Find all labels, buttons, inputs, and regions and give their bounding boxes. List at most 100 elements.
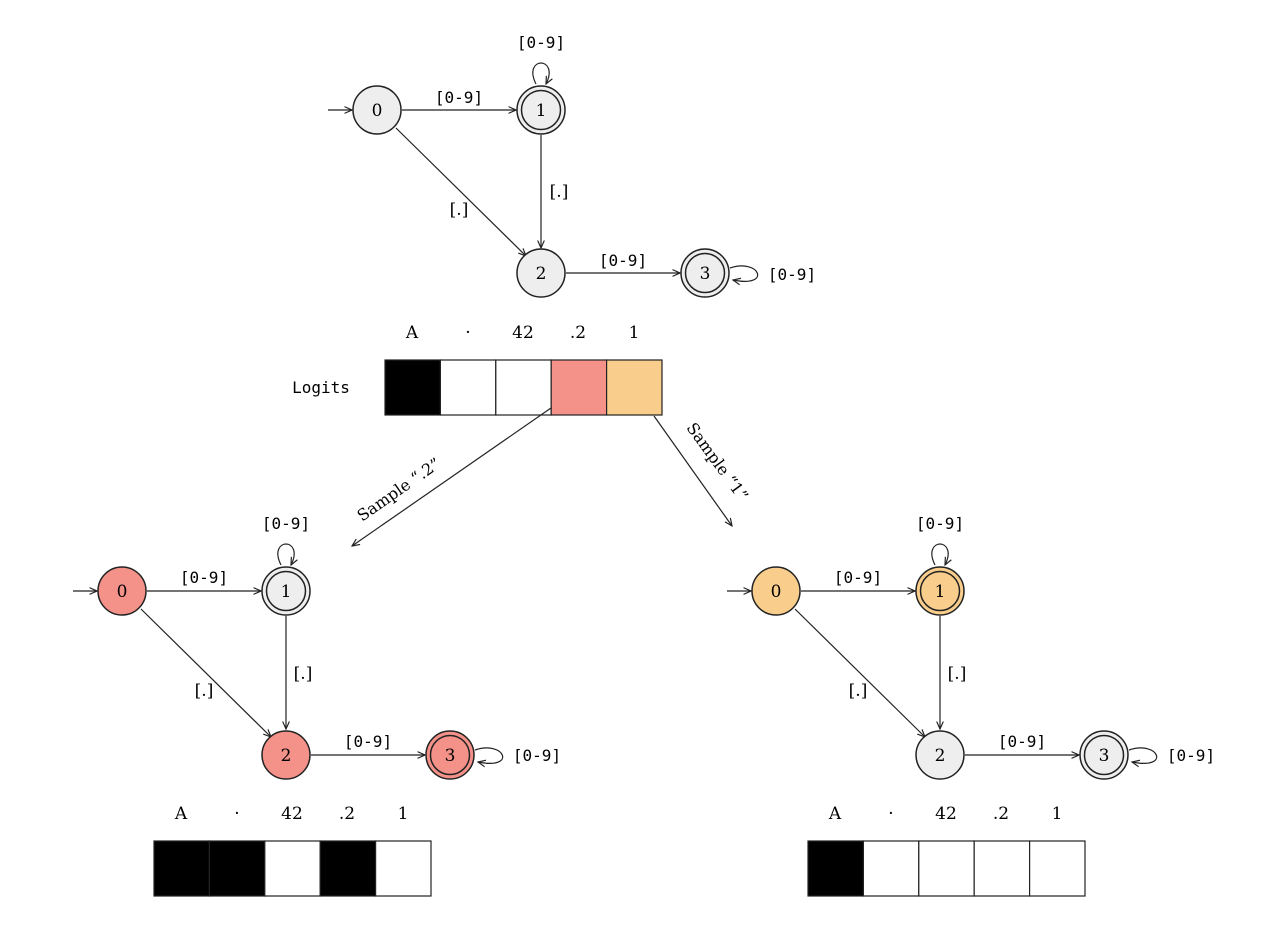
logit-cell bbox=[439, 359, 497, 416]
state-2: 2 bbox=[915, 730, 965, 780]
token-label: 42 bbox=[281, 804, 303, 824]
token-label: A bbox=[174, 804, 188, 824]
edge-label-2-3: [0-9] bbox=[599, 251, 647, 270]
edge-label-0-1: [0-9] bbox=[834, 568, 882, 587]
self-loop-1 bbox=[931, 543, 948, 565]
state-label: 3 bbox=[1099, 746, 1110, 766]
state-2: 2 bbox=[261, 730, 311, 780]
edge-label-0-2: [.] bbox=[849, 681, 868, 701]
edge-label-0-2: [.] bbox=[450, 200, 469, 220]
logits-label: Logits bbox=[292, 378, 350, 397]
logit-cell bbox=[550, 359, 608, 416]
accepting-ring bbox=[429, 734, 471, 776]
edge-0-2 bbox=[794, 608, 925, 737]
mask-cell bbox=[208, 840, 266, 897]
edge-label-0-2: [.] bbox=[195, 681, 214, 701]
sample-label-right: Sample “1” bbox=[683, 419, 753, 505]
state-label: 0 bbox=[771, 582, 782, 602]
state-0: 0 bbox=[751, 566, 801, 616]
token-label: .2 bbox=[570, 323, 586, 343]
token-label: 42 bbox=[512, 323, 534, 343]
token-label: 42 bbox=[935, 804, 957, 824]
state-circle bbox=[97, 566, 147, 616]
state-label: 1 bbox=[536, 101, 547, 121]
state-1: 1 bbox=[915, 566, 965, 616]
logit-cell bbox=[495, 359, 552, 416]
state-circle bbox=[352, 85, 402, 135]
edge-label-loop-1: [0-9] bbox=[916, 514, 964, 533]
automaton-left: [0-9] [0-9] [.] [.] [0-9] [0-9] 0 1 2 3 bbox=[73, 514, 561, 780]
edge-label-1-2: [.] bbox=[948, 664, 967, 684]
state-circle bbox=[915, 730, 965, 780]
edge-label-loop-3: [0-9] bbox=[513, 746, 561, 765]
token-label: A bbox=[405, 323, 419, 343]
self-loop-3 bbox=[474, 747, 504, 763]
automaton-right: [0-9] [0-9] [.] [.] [0-9] [0-9] 0 1 2 3 bbox=[727, 514, 1215, 780]
token-label: .2 bbox=[339, 804, 355, 824]
mask-cell bbox=[264, 840, 321, 897]
state-circle bbox=[516, 248, 566, 298]
sample-label-left: Sample “.2” bbox=[354, 454, 445, 525]
state-label: 2 bbox=[536, 264, 547, 284]
state-circle bbox=[1079, 730, 1129, 780]
state-2: 2 bbox=[516, 248, 566, 298]
token-label: · bbox=[888, 804, 893, 824]
edge-label-loop-3: [0-9] bbox=[768, 265, 816, 284]
state-3: 3 bbox=[680, 248, 730, 298]
state-label: 0 bbox=[117, 582, 128, 602]
edge-label-0-1: [0-9] bbox=[435, 88, 483, 107]
edge-label-1-2: [.] bbox=[294, 664, 313, 684]
mask-cell bbox=[1028, 840, 1086, 897]
sample-arrow-right bbox=[653, 415, 732, 526]
state-circle bbox=[915, 566, 965, 616]
mask-cell bbox=[973, 840, 1031, 897]
self-loop-1 bbox=[277, 543, 294, 565]
state-circle bbox=[751, 566, 801, 616]
mask-right: A · 42 .2 1 bbox=[807, 804, 1086, 897]
state-label: 3 bbox=[445, 746, 456, 766]
state-circle bbox=[516, 85, 566, 135]
token-label: 1 bbox=[629, 323, 640, 343]
state-label: 1 bbox=[281, 582, 292, 602]
mask-cell bbox=[375, 840, 432, 897]
edge-label-1-2: [.] bbox=[550, 182, 569, 202]
token-label: A bbox=[828, 804, 842, 824]
sample-arrow-left bbox=[352, 407, 552, 546]
accepting-ring bbox=[1083, 734, 1125, 776]
self-loop-3 bbox=[1128, 747, 1158, 763]
state-circle bbox=[261, 730, 311, 780]
edge-label-2-3: [0-9] bbox=[998, 732, 1046, 751]
edge-label-0-1: [0-9] bbox=[180, 568, 228, 587]
token-label: 1 bbox=[1052, 804, 1063, 824]
edge-label-loop-1: [0-9] bbox=[517, 33, 565, 52]
state-0: 0 bbox=[97, 566, 147, 616]
state-0: 0 bbox=[352, 85, 402, 135]
accepting-ring bbox=[265, 570, 307, 612]
state-label: 1 bbox=[935, 582, 946, 602]
state-label: 3 bbox=[700, 264, 711, 284]
accepting-ring bbox=[520, 89, 562, 131]
state-circle bbox=[425, 730, 475, 780]
state-label: 2 bbox=[935, 746, 946, 766]
token-label: 1 bbox=[398, 804, 409, 824]
state-circle bbox=[261, 566, 311, 616]
mask-cell bbox=[153, 840, 211, 897]
state-label: 0 bbox=[372, 101, 383, 121]
logit-cell bbox=[605, 359, 663, 416]
accepting-ring bbox=[684, 252, 726, 294]
token-label: .2 bbox=[993, 804, 1009, 824]
self-loop-3 bbox=[729, 265, 759, 281]
mask-left: A · 42 .2 1 bbox=[153, 804, 432, 897]
edge-label-2-3: [0-9] bbox=[344, 732, 392, 751]
edge-0-2 bbox=[395, 127, 526, 256]
edge-label-loop-1: [0-9] bbox=[262, 514, 310, 533]
accepting-ring bbox=[919, 570, 961, 612]
self-loop-1 bbox=[532, 62, 549, 84]
mask-cell bbox=[807, 840, 865, 897]
logit-cell bbox=[384, 359, 442, 416]
state-1: 1 bbox=[261, 566, 311, 616]
state-1: 1 bbox=[516, 85, 566, 135]
token-label: · bbox=[234, 804, 239, 824]
mask-cell bbox=[918, 840, 975, 897]
